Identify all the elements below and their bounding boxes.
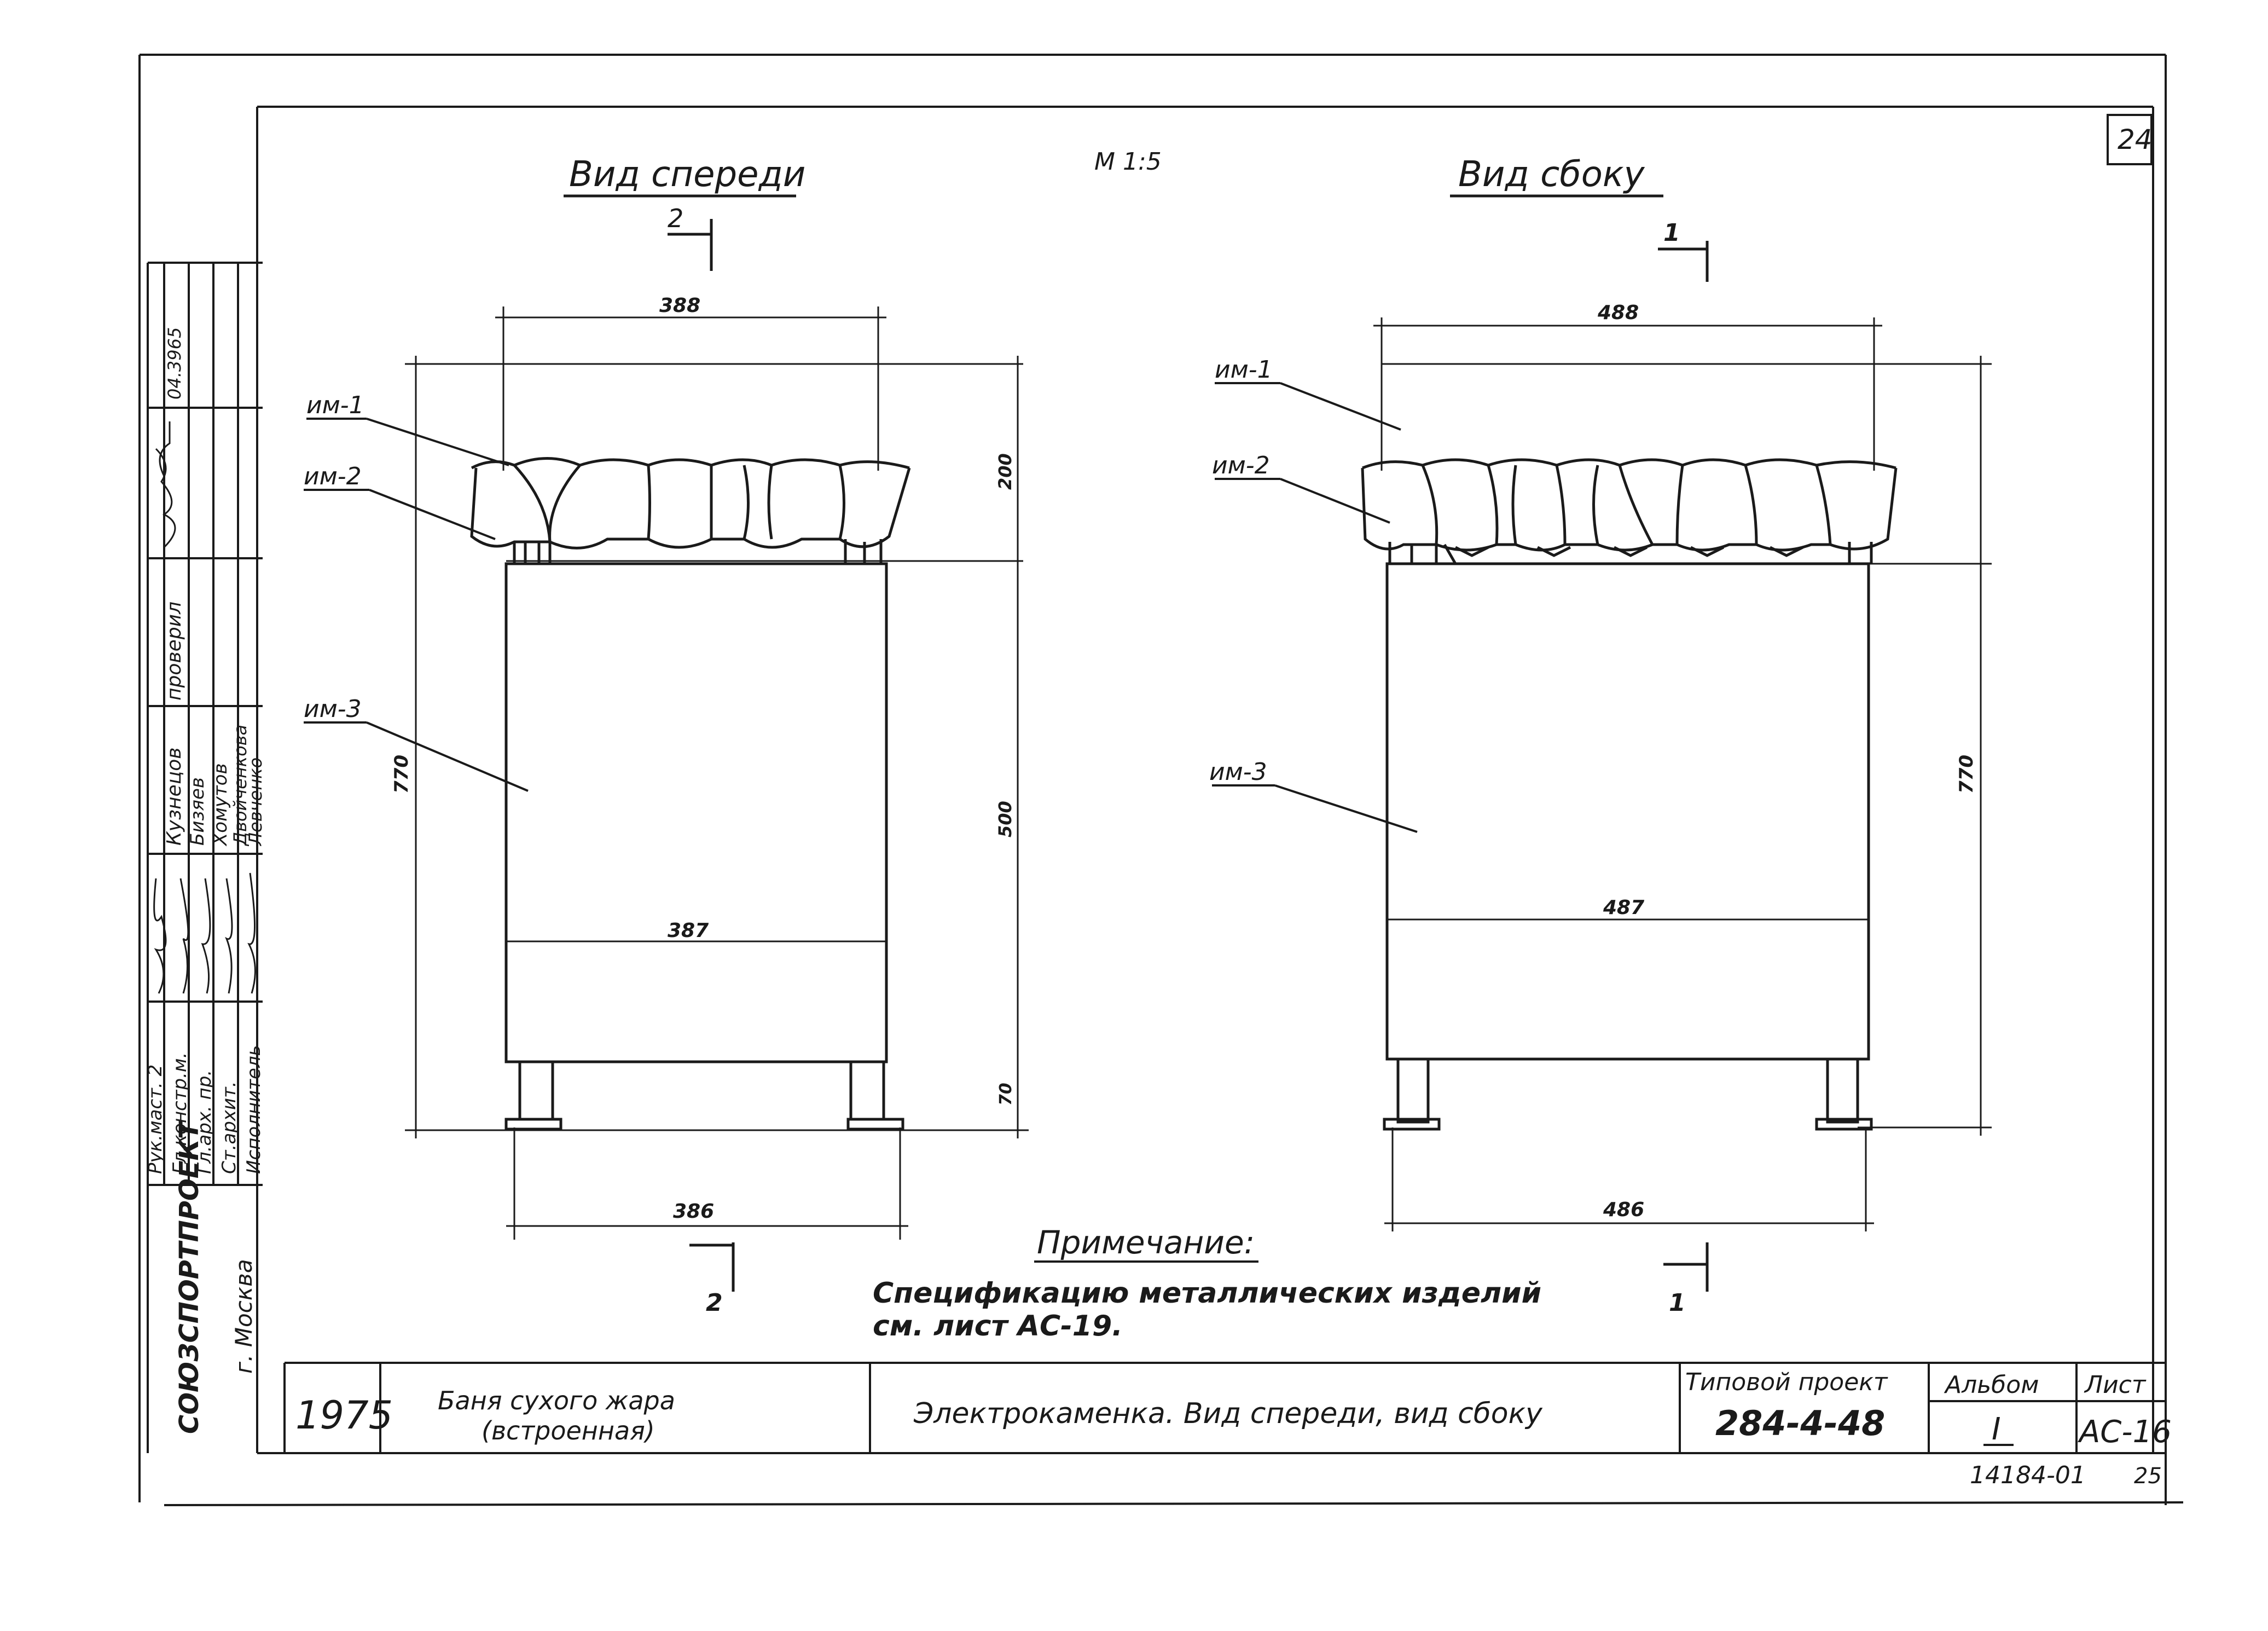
- front-legs: [504, 1060, 904, 1131]
- side-dim-top: 488: [1597, 302, 1639, 324]
- project-label: Типовой проект: [1685, 1368, 1888, 1396]
- front-dim-leg-height: 70: [996, 1083, 1016, 1106]
- note: Примечание: Спецификацию металлических и…: [873, 1224, 1541, 1343]
- front-label-im2: им-2: [304, 462, 362, 490]
- name-2: Бизяев: [187, 777, 208, 846]
- front-body: [504, 560, 1023, 1063]
- object-line-1: Баня сухого жара: [438, 1386, 675, 1415]
- sheet-value: АС-16: [2078, 1414, 2172, 1450]
- album-label: Альбом: [1944, 1371, 2039, 1399]
- name-4: Двойченкова: [230, 725, 251, 847]
- front-dim-bottom: 386: [673, 1200, 714, 1223]
- note-heading: Примечание:: [1037, 1224, 1255, 1261]
- org-city: г. Москва: [230, 1259, 257, 1374]
- archive-number: 14184-01: [1970, 1461, 2086, 1489]
- role-2: Гл.констр.м.: [169, 1052, 191, 1174]
- checked-label: проверил: [163, 601, 185, 701]
- inventory-number: 04.3965: [164, 327, 185, 400]
- side-label-im3: им-3: [1209, 758, 1267, 786]
- front-view: Вид спереди 2 388: [304, 154, 1029, 1317]
- side-label-im2: им-2: [1212, 452, 1270, 479]
- side-section-mark-top: 1: [1663, 219, 1680, 247]
- scale-label: M 1:5: [1094, 148, 1162, 176]
- album-value: I: [1992, 1412, 2001, 1447]
- name-1: Кузнецов: [163, 748, 185, 846]
- side-label-im1: им-1: [1215, 356, 1273, 384]
- front-dim-top: 388: [659, 294, 700, 317]
- side-stones: [1361, 458, 1898, 565]
- note-line-2: см. лист АС-19.: [873, 1310, 1123, 1343]
- front-view-title: Вид спереди: [569, 154, 805, 195]
- sheet-frame: [138, 54, 2184, 1506]
- front-section-mark-top: 2: [668, 204, 683, 233]
- front-label-im3: им-3: [304, 695, 362, 723]
- side-dim-mid: 487: [1603, 897, 1644, 919]
- front-section-mark-bottom: 2: [706, 1289, 723, 1317]
- side-section-mark-bottom: 1: [1669, 1289, 1686, 1317]
- side-legs: [1383, 1057, 1873, 1131]
- side-view: Вид сбоку 1 488: [1209, 154, 1992, 1317]
- side-view-title: Вид сбоку: [1458, 154, 1645, 195]
- name-3: Хомутов: [210, 763, 231, 847]
- object-line-2: (встроенная): [482, 1416, 655, 1445]
- front-dim-body-height: 500: [995, 801, 1016, 837]
- sheet-number-box: 24: [2107, 114, 2153, 165]
- role-4: Ст.архит.: [218, 1081, 240, 1174]
- sheet-label: Лист: [2084, 1371, 2147, 1399]
- name-5: Левченко: [245, 757, 266, 846]
- project-number: 284-4-48: [1715, 1403, 1885, 1443]
- sheet-number: 24: [2118, 124, 2153, 155]
- role-3: Гл.арх. пр.: [194, 1070, 216, 1174]
- role-5: Исполнитель: [243, 1045, 265, 1174]
- year: 1975: [295, 1393, 393, 1438]
- note-line-1: Спецификацию металлических изделий: [873, 1277, 1541, 1310]
- org-name: СОЮЗСПОРТПРОЕКТ: [174, 1119, 205, 1434]
- front-dim-top-height: 200: [995, 453, 1016, 490]
- side-dim-total-height: 770: [1956, 755, 1977, 794]
- left-stamp: Рук.маст. 2 Гл.констр.м. Гл.арх. пр. Ст.…: [144, 262, 266, 1453]
- page-number: 25: [2134, 1464, 2162, 1489]
- title-block: 1975 Баня сухого жара (встроенная) Элект…: [257, 1362, 2172, 1489]
- side-body: [1385, 562, 1992, 1061]
- role-1: Рук.маст. 2: [144, 1065, 166, 1174]
- signatures: [153, 421, 256, 994]
- front-stones: [470, 457, 911, 564]
- front-label-im1: им-1: [306, 391, 364, 419]
- side-dim-bottom: 486: [1603, 1199, 1644, 1221]
- front-dim-total-height: 770: [391, 755, 413, 794]
- drawing-title: Электрокаменка. Вид спереди, вид сбоку: [913, 1397, 1543, 1430]
- front-dim-mid: 387: [668, 919, 709, 942]
